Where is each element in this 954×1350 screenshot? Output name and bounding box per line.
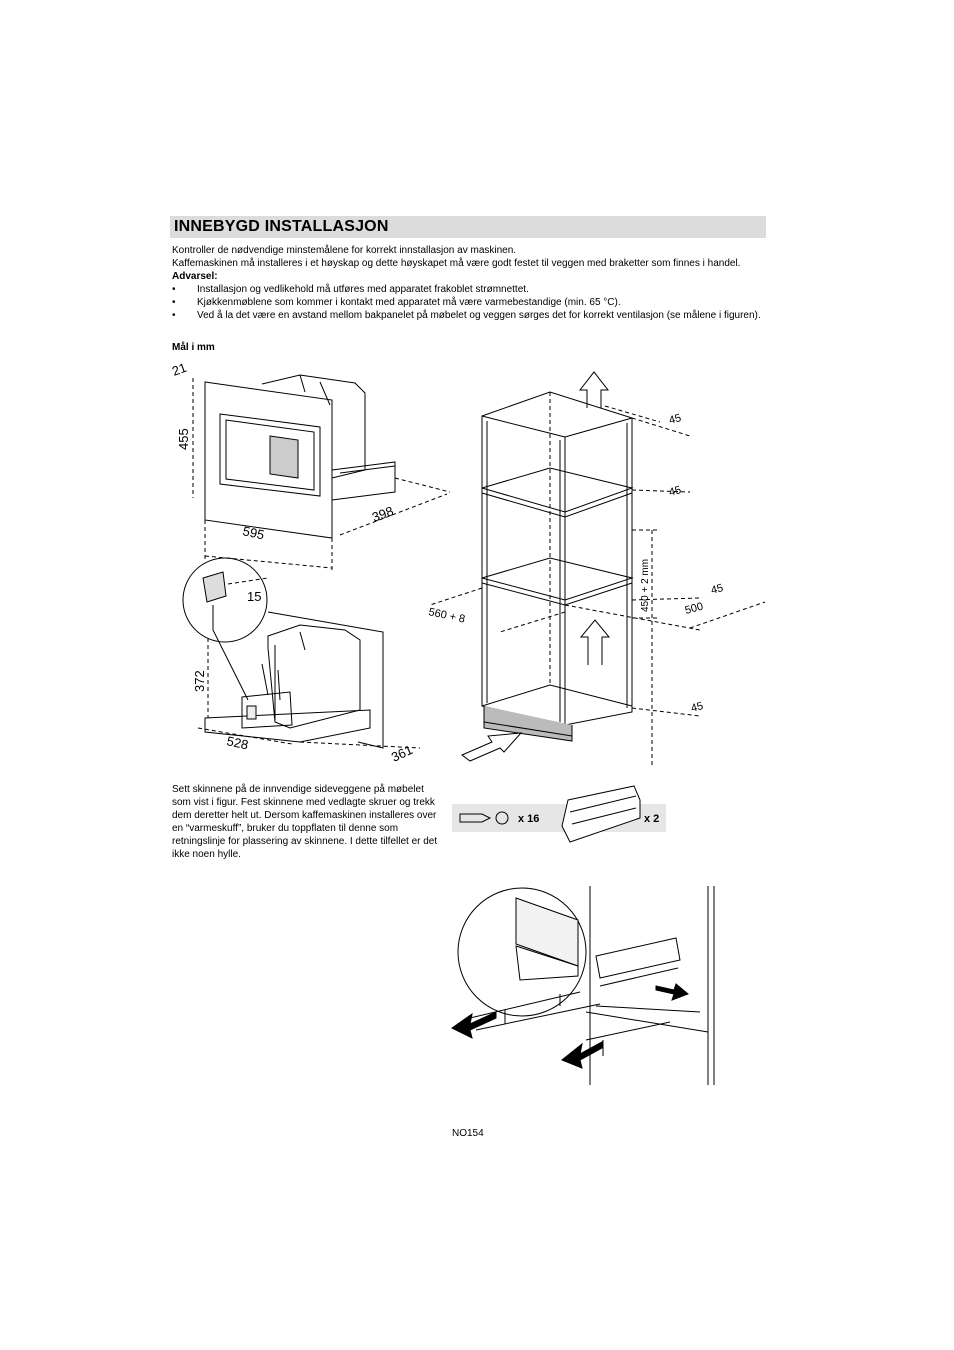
ventilation-up-arrow	[579, 619, 611, 665]
section-title: INNEBYGD INSTALLASJON	[174, 218, 389, 235]
dimension-label-45-top: 45	[668, 412, 683, 427]
machine-front-drawing	[204, 374, 396, 539]
dimension-label-45-bottom: 45	[690, 700, 705, 715]
dimension-label-398: 398	[370, 503, 396, 525]
warning-item: Installasjon og vedlikehold må utføres m…	[172, 283, 772, 296]
dimension-label-21: 21	[170, 360, 189, 379]
cabinet-dimension-lines	[429, 392, 766, 765]
screws-count: x 16	[518, 813, 539, 825]
intro-block: Kontroller de nødvendige minstemålene fo…	[172, 244, 772, 322]
warning-label: Advarsel:	[172, 271, 218, 282]
page-number: NO154	[452, 1128, 484, 1139]
dimension-label-455: 455	[176, 428, 191, 450]
dimension-label-45-mid: 45	[668, 484, 683, 499]
section-title-bar: INNEBYGD INSTALLASJON	[170, 216, 766, 238]
warning-item: Kjøkkenmøblene som kommer i kontakt med …	[172, 296, 772, 309]
pull-out-arrow	[561, 1041, 603, 1069]
dimension-label-595: 595	[241, 523, 265, 542]
dimension-label-372: 372	[192, 670, 207, 692]
dimension-label-560: 560 + 8	[427, 606, 466, 625]
dimension-label-361: 361	[389, 742, 415, 765]
machine-rear-dimension-lines	[197, 577, 421, 749]
intro-line-2: Kaffemaskinen må installeres i et høyska…	[172, 258, 741, 269]
warning-item: Ved å la det være en avstand mellom bakp…	[172, 309, 772, 322]
rails-instructions: Sett skinnene på de innvendige sidevegge…	[172, 784, 438, 860]
machine-rear-drawing	[182, 557, 384, 749]
warning-list: Installasjon og vedlikehold må utføres m…	[172, 283, 772, 322]
ventilation-up-arrow	[578, 371, 610, 408]
rail-install-drawing	[457, 886, 715, 1085]
dimension-label-450: 450 + 2 mm	[640, 559, 651, 612]
dimension-label-500: 500	[684, 601, 705, 617]
parts-box	[452, 785, 666, 843]
dimensions-unit-label: Mål i mm	[172, 342, 215, 353]
dimension-label-528: 528	[225, 733, 249, 752]
ventilation-in-arrow	[461, 732, 523, 762]
dimension-label-15: 15	[247, 589, 261, 604]
cabinet-drawing	[481, 391, 634, 742]
intro-line-1: Kontroller de nødvendige minstemålene fo…	[172, 245, 517, 256]
pull-out-arrow	[451, 1011, 497, 1039]
rails-count: x 2	[644, 813, 659, 825]
push-arrow	[655, 983, 689, 1001]
dimension-label-45-right: 45	[710, 582, 725, 597]
machine-front-dimension-lines	[192, 378, 451, 570]
